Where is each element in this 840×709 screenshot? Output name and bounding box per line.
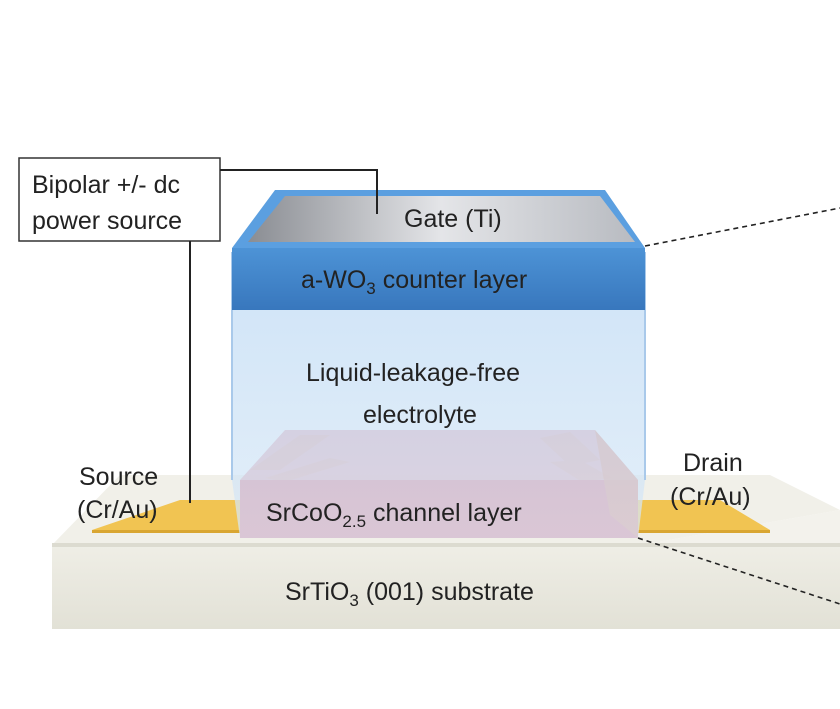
electrolyte-body [232,252,645,538]
electrolyte-label-line2: electrolyte [363,401,477,429]
power-source-label-line2: power source [32,207,182,235]
substrate-label: SrTiO3 (001) substrate [285,578,534,610]
electrolyte-label-line1: Liquid-leakage-free [306,359,520,387]
counter-layer-prefix: a-WO [301,266,366,294]
gate-label: Gate (Ti) [404,205,502,233]
source-label-line1: Source [79,463,158,491]
counter-layer-suffix: counter layer [376,266,527,294]
zoom-line-top [644,207,840,247]
gate-wire [220,169,378,214]
power-source-box [18,157,221,242]
substrate-subscript: 3 [349,591,358,610]
counter-layer-label: a-WO3 counter layer [301,266,527,298]
power-source-label-line1: Bipolar +/- dc [32,171,180,199]
channel-label: SrCoO2.5 channel layer [266,499,522,531]
drain-label-line2: (Cr/Au) [670,483,751,511]
channel-prefix: SrCoO [266,499,342,527]
gate-electrode [248,196,635,242]
source-label-line2: (Cr/Au) [77,496,158,524]
channel-suffix: channel layer [366,499,522,527]
counter-layer-subscript: 3 [366,279,375,298]
substrate-front-face [52,545,840,629]
drain-label-line1: Drain [683,449,743,477]
channel-subscript: 2.5 [342,512,366,531]
substrate-prefix: SrTiO [285,578,349,606]
substrate-suffix: (001) substrate [359,578,534,606]
counter-layer-front [232,248,645,310]
substrate-top-edge [52,543,840,547]
